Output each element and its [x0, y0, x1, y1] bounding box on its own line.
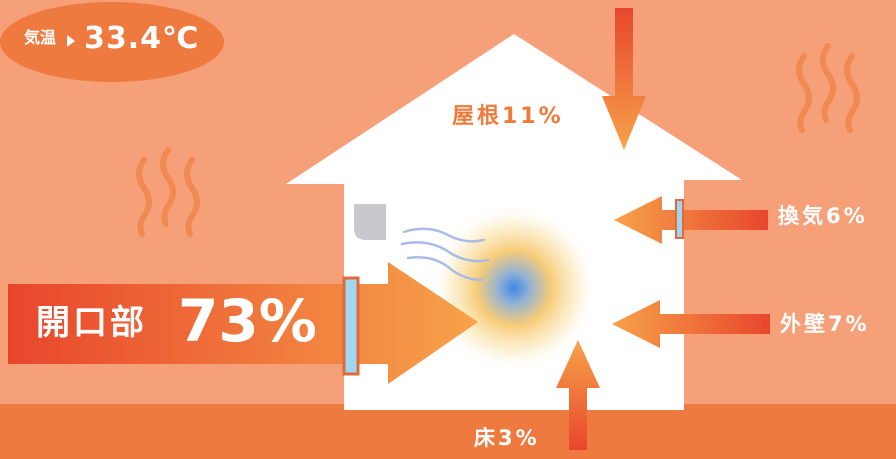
temperature-label: 気温	[24, 28, 57, 47]
heat-wave-icon	[796, 43, 860, 133]
heat-wave-icon	[136, 147, 200, 237]
opening-percent: 73%	[178, 287, 317, 355]
ventilation-heat-arrow	[614, 196, 768, 244]
ground	[0, 404, 896, 459]
ventilation-label: 換気6%	[778, 204, 868, 228]
air-conditioner-icon	[354, 204, 386, 240]
wall-heat-arrow	[612, 300, 770, 348]
temperature-badge	[0, 2, 224, 82]
temperature-value: 33.4℃	[84, 21, 200, 56]
wall-label: 外壁7%	[780, 312, 870, 336]
vent-window-icon	[675, 199, 684, 239]
roof-heat-arrow	[602, 8, 646, 150]
floor-heat-arrow	[556, 340, 600, 450]
floor-label: 床3%	[474, 426, 540, 450]
play-marker-icon	[67, 35, 75, 47]
cool-zone	[430, 204, 598, 372]
opening-heat-arrow	[8, 262, 478, 384]
cool-air-flow-icon	[400, 227, 490, 282]
window-icon	[342, 276, 360, 376]
opening-label: 開口部	[36, 303, 147, 343]
roof-label: 屋根11%	[452, 104, 564, 129]
